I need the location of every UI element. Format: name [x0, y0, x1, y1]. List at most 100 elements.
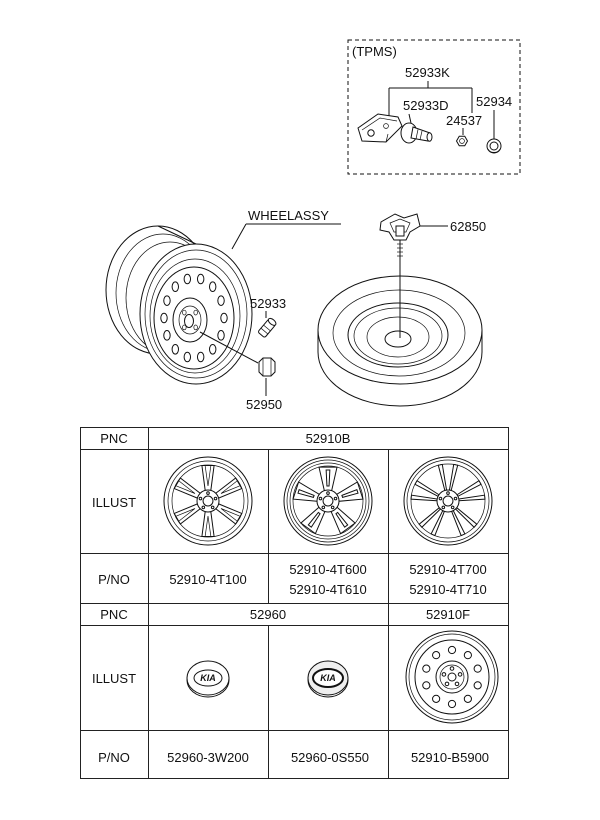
wheel-rim-edge: [289, 462, 367, 540]
part-number: 52910-B5900: [411, 750, 489, 765]
leader-line: [408, 113, 412, 124]
pnc-value: 52910B: [306, 431, 351, 446]
wheel-spoke-groove: [204, 515, 212, 536]
wheel-center-bore: [447, 672, 457, 682]
tpms-dashed-box: [347, 39, 521, 175]
alloy-wheel-illustration-2: [283, 456, 373, 546]
label-carrier: 62850: [450, 219, 486, 234]
tpms-cap-drawing: [486, 138, 502, 154]
tpms-sensor-drawing: [357, 113, 403, 143]
wheel-rim-edge: [167, 460, 249, 542]
lug-hole: [193, 324, 198, 331]
label-tpms-nut: 24537: [446, 113, 482, 128]
wheel-hub-ring: [439, 664, 465, 690]
emblem-logo-text: KIA: [200, 673, 216, 683]
tpms-nut-drawing: [455, 135, 469, 147]
wheel-vent-hole: [463, 694, 472, 703]
wheel-vent-hole: [473, 681, 482, 690]
lug-hole: [330, 505, 335, 510]
wheel-center-cap: [202, 495, 214, 507]
wheel-vent-hole: [422, 681, 431, 690]
wheel-vent-hole: [160, 312, 168, 324]
wheel-vent-hole: [217, 295, 225, 306]
lug-hole: [213, 496, 218, 501]
wheel-vent-hole: [196, 351, 205, 363]
lug-hole: [333, 496, 338, 501]
wheel-spoke-window: [297, 489, 315, 498]
label-wheel-assy: WHEELASSY: [248, 208, 329, 223]
valve-callout: 52933: [250, 296, 286, 338]
row-label-pnc: PNC: [100, 607, 127, 622]
wheel-spoke-window: [325, 469, 331, 487]
lug-hole: [438, 496, 443, 501]
lug-hole: [318, 496, 323, 501]
wheel-vent-hole: [163, 295, 171, 306]
row-label-pno: P/NO: [98, 572, 130, 587]
wheel-spoke-groove: [220, 480, 240, 494]
table-grid: [80, 427, 509, 779]
alloy-wheel-illustration-3: [403, 456, 493, 546]
part-number: 52910-4T610: [289, 582, 366, 597]
wheel-lug-holes: [182, 309, 198, 331]
label-tpms-sensor-assembly: 52933K: [405, 65, 450, 80]
wheel-spoke-window: [341, 489, 359, 498]
spare-tire-carrier-drawing: [379, 213, 421, 338]
wheel-spoke-groove: [204, 466, 212, 487]
wheel-hub: [316, 489, 340, 513]
wheel-vent-hole: [183, 273, 192, 285]
lug-nut-drawing: [258, 357, 276, 377]
row-label-pnc: PNC: [100, 431, 127, 446]
wheel-rim-edge: [408, 633, 496, 721]
lug-hole: [326, 491, 330, 495]
wheel-vent-hole: [422, 664, 431, 673]
wheel-spoke-window: [307, 511, 321, 528]
row-label-illust: ILLUST: [92, 671, 136, 686]
lug-hole: [210, 505, 215, 510]
leader-line: [231, 223, 247, 250]
lug-hole: [450, 505, 455, 510]
wheel-rim-edge: [406, 459, 490, 543]
wheel-hub: [436, 489, 460, 513]
lug-hole: [454, 681, 460, 687]
wheel-vent-hole: [209, 281, 217, 293]
wheel-rim-edge: [410, 463, 486, 539]
wheel-assy-callout: WHEELASSY: [231, 208, 341, 250]
wheel-disc: [414, 639, 490, 715]
label-tpms-valve: 52933D: [403, 98, 449, 113]
wheel-spoke-groove: [176, 480, 196, 494]
lug-hole: [193, 309, 198, 316]
lug-hole: [453, 496, 458, 501]
wheel-hub: [196, 489, 220, 513]
tpms-title: (TPMS): [352, 44, 397, 59]
lug-nut-callout: 52950: [199, 331, 282, 412]
steel-wheel-assembly-drawing: [105, 225, 253, 385]
wheel-vent-hole: [163, 330, 171, 341]
wheel-center-cap: [442, 495, 454, 507]
alloy-wheel-illustration-1: [163, 456, 253, 546]
pnc-value: 52910F: [426, 607, 470, 622]
wheel-vent-hole: [217, 330, 225, 341]
wheel-hub: [435, 660, 469, 694]
lug-hole: [201, 505, 206, 510]
lug-hole: [206, 491, 210, 495]
wheel-vent-holes: [160, 273, 228, 363]
part-number: 52960-0S550: [291, 750, 369, 765]
wheel-vent-hole: [473, 664, 482, 673]
emblem-illustration-1: KIA: [186, 660, 230, 698]
leader-line: [199, 331, 259, 364]
part-number: 52910-4T100: [169, 572, 246, 587]
row-label-illust: ILLUST: [92, 495, 136, 510]
lug-hole: [182, 309, 187, 316]
lug-hole: [182, 324, 187, 331]
emblem-logo-text: KIA: [320, 673, 336, 683]
lug-hole: [449, 666, 455, 671]
tpms-valve-drawing: [400, 122, 433, 144]
wheel-vent-hole: [196, 273, 205, 285]
wheel-vent-hole: [171, 281, 180, 293]
tpms-section: (TPMS) 52933K 52933D 52934 24537: [347, 39, 521, 175]
wheel-vent-hole: [183, 351, 192, 363]
wheel-rim-edge: [286, 459, 370, 543]
lug-hole: [321, 505, 326, 510]
steel-wheel-illustration: [405, 630, 499, 724]
